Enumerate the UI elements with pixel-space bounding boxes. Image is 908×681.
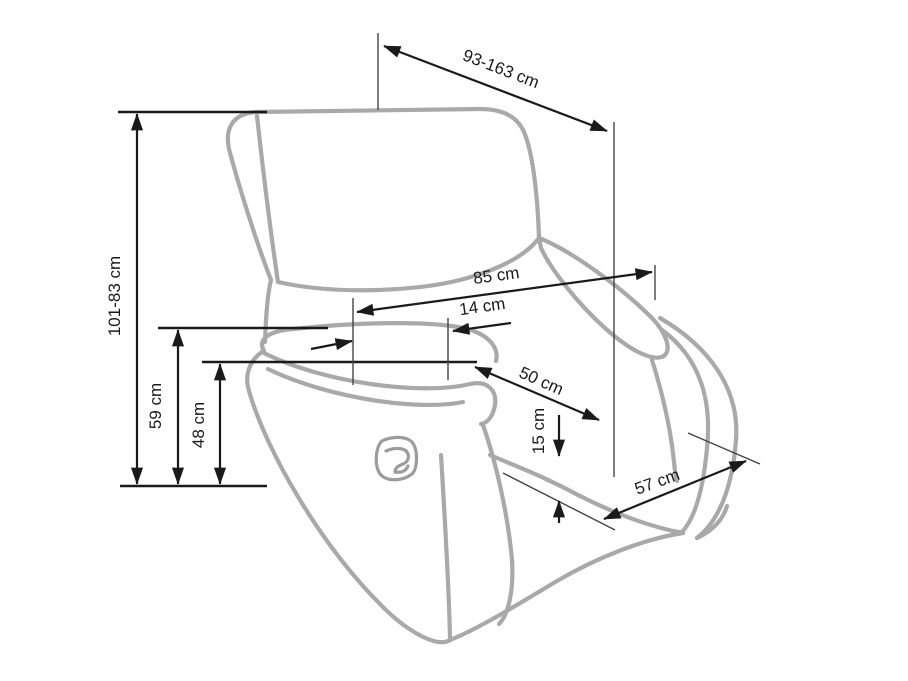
dimension-arrows: [130, 44, 747, 523]
recliner-line-art: [225, 106, 739, 645]
handle-lever: [384, 446, 410, 474]
dim-label-seat-height: 48 cm: [189, 402, 208, 448]
handle-ring: [374, 435, 419, 482]
left-armrest-roll-inner: [265, 366, 466, 408]
dim-label-armrest-height: 59 cm: [146, 383, 165, 429]
backrest-outline: [225, 106, 542, 345]
seat-front-edge: [487, 452, 686, 536]
arrow-overall-width: [356, 268, 653, 316]
dim-label-overall-width: 85 cm: [472, 263, 520, 288]
arrow-base-depth: [603, 459, 747, 521]
ext-base-right: [687, 432, 761, 465]
extension-lines: [118, 33, 761, 531]
arrow-seat-width: [474, 365, 600, 422]
base-bottom-edge: [447, 530, 686, 643]
arrow-armrest-width-left: [310, 338, 353, 351]
dim-label-overall-height: 101-83 cm: [105, 256, 124, 336]
recliner-handle: [374, 435, 419, 482]
front-skirt-seam: [480, 422, 515, 627]
left-side-panel: [245, 349, 453, 645]
arrow-armrest-width-right: [452, 321, 512, 335]
left-armrest-pad: [260, 321, 499, 364]
dim-label-base-clearance: 15 cm: [529, 408, 548, 454]
right-armrest-wing: [536, 235, 670, 360]
dim-label-seat-width: 50 cm: [516, 363, 566, 399]
backrest-crease: [254, 113, 281, 285]
dim-label-extended-depth: 93-163 cm: [460, 46, 542, 93]
arrow-extended-depth: [383, 44, 608, 133]
right-armrest-inner-edge: [649, 357, 680, 484]
dim-label-base-depth: 57 cm: [632, 465, 682, 499]
side-panel-crease: [438, 452, 453, 641]
